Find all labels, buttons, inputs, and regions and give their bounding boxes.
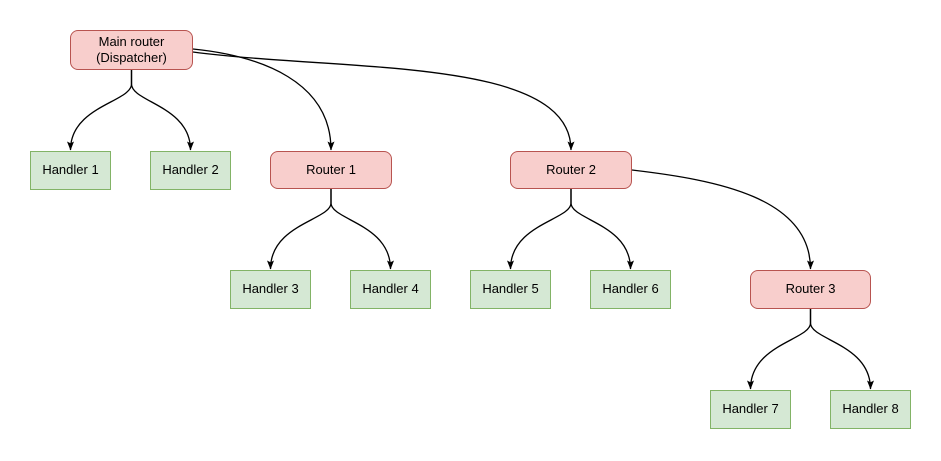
node-handler-7: Handler 7	[710, 390, 791, 429]
node-router-2-label: Router 2	[546, 161, 596, 177]
node-handler-8: Handler 8	[830, 390, 911, 429]
node-router-3: Router 3	[750, 270, 871, 309]
edge-router-3-to-handler-8	[809, 309, 874, 390]
edge-main-to-router-1	[192, 48, 335, 151]
node-handler-3: Handler 3	[230, 270, 311, 309]
edge-router-3-to-handler-7	[747, 309, 812, 390]
node-main-router-label: Main router (Dispatcher)	[96, 33, 167, 65]
edge-router-2-to-router-3	[631, 169, 814, 270]
node-handler-7-label: Handler 7	[722, 401, 779, 417]
edge-main-to-router-2	[192, 51, 575, 151]
node-handler-5: Handler 5	[470, 270, 551, 309]
node-router-1: Router 1	[270, 151, 392, 189]
node-handler-5-label: Handler 5	[482, 281, 539, 297]
edge-router-1-to-handler-3	[267, 189, 332, 270]
node-handler-2-label: Handler 2	[162, 162, 219, 178]
node-main-router: Main router (Dispatcher)	[70, 30, 193, 70]
node-handler-1: Handler 1	[30, 151, 111, 190]
node-router-3-label: Router 3	[785, 281, 836, 297]
edge-main-to-handler-2	[130, 70, 194, 151]
node-handler-4: Handler 4	[350, 270, 431, 309]
node-handler-4-label: Handler 4	[362, 281, 419, 297]
node-router-2: Router 2	[510, 151, 632, 189]
node-handler-6: Handler 6	[590, 270, 671, 309]
node-handler-2: Handler 2	[150, 151, 231, 190]
node-router-1-label: Router 1	[306, 161, 356, 177]
edge-router-2-to-handler-6	[570, 189, 634, 270]
node-handler-1-label: Handler 1	[42, 162, 99, 178]
node-handler-6-label: Handler 6	[602, 281, 659, 297]
edge-router-2-to-handler-5	[507, 189, 572, 270]
edge-main-to-handler-1	[67, 70, 133, 151]
node-handler-8-label: Handler 8	[842, 401, 899, 417]
edge-router-1-to-handler-4	[330, 189, 394, 270]
node-handler-3-label: Handler 3	[242, 281, 299, 297]
